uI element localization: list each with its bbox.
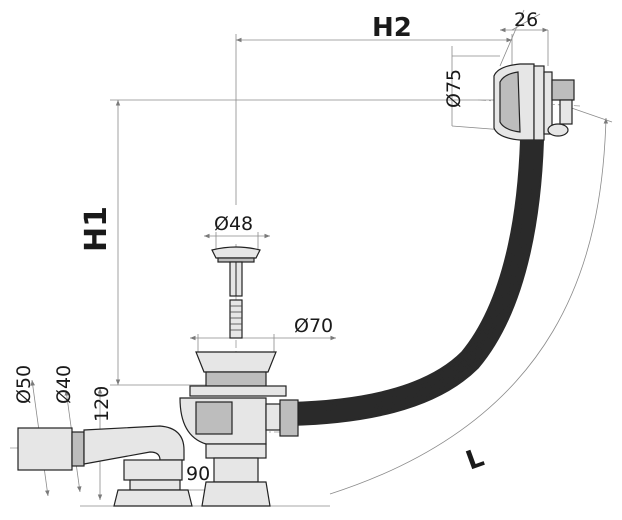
label-d48: Ø48 [214, 213, 253, 235]
label-90: 90 [186, 463, 210, 485]
drain-body [179, 351, 299, 507]
dimension-labels: H2 26 Ø75 H1 Ø48 Ø70 Ø50 Ø40 120 90 L [13, 9, 538, 485]
trap-outlet [17, 425, 193, 507]
label-d70: Ø70 [294, 315, 333, 337]
corrugated-hose [289, 139, 544, 426]
label-26: 26 [514, 9, 538, 31]
overflow-head [493, 63, 575, 141]
label-120: 120 [91, 386, 113, 422]
label-d50: Ø50 [13, 365, 35, 404]
label-d40: Ø40 [53, 365, 75, 404]
drain-plug [211, 246, 261, 339]
label-h1: H1 [79, 206, 114, 252]
label-l: L [462, 443, 488, 477]
label-d75: Ø75 [443, 69, 465, 108]
label-h2: H2 [372, 13, 412, 43]
